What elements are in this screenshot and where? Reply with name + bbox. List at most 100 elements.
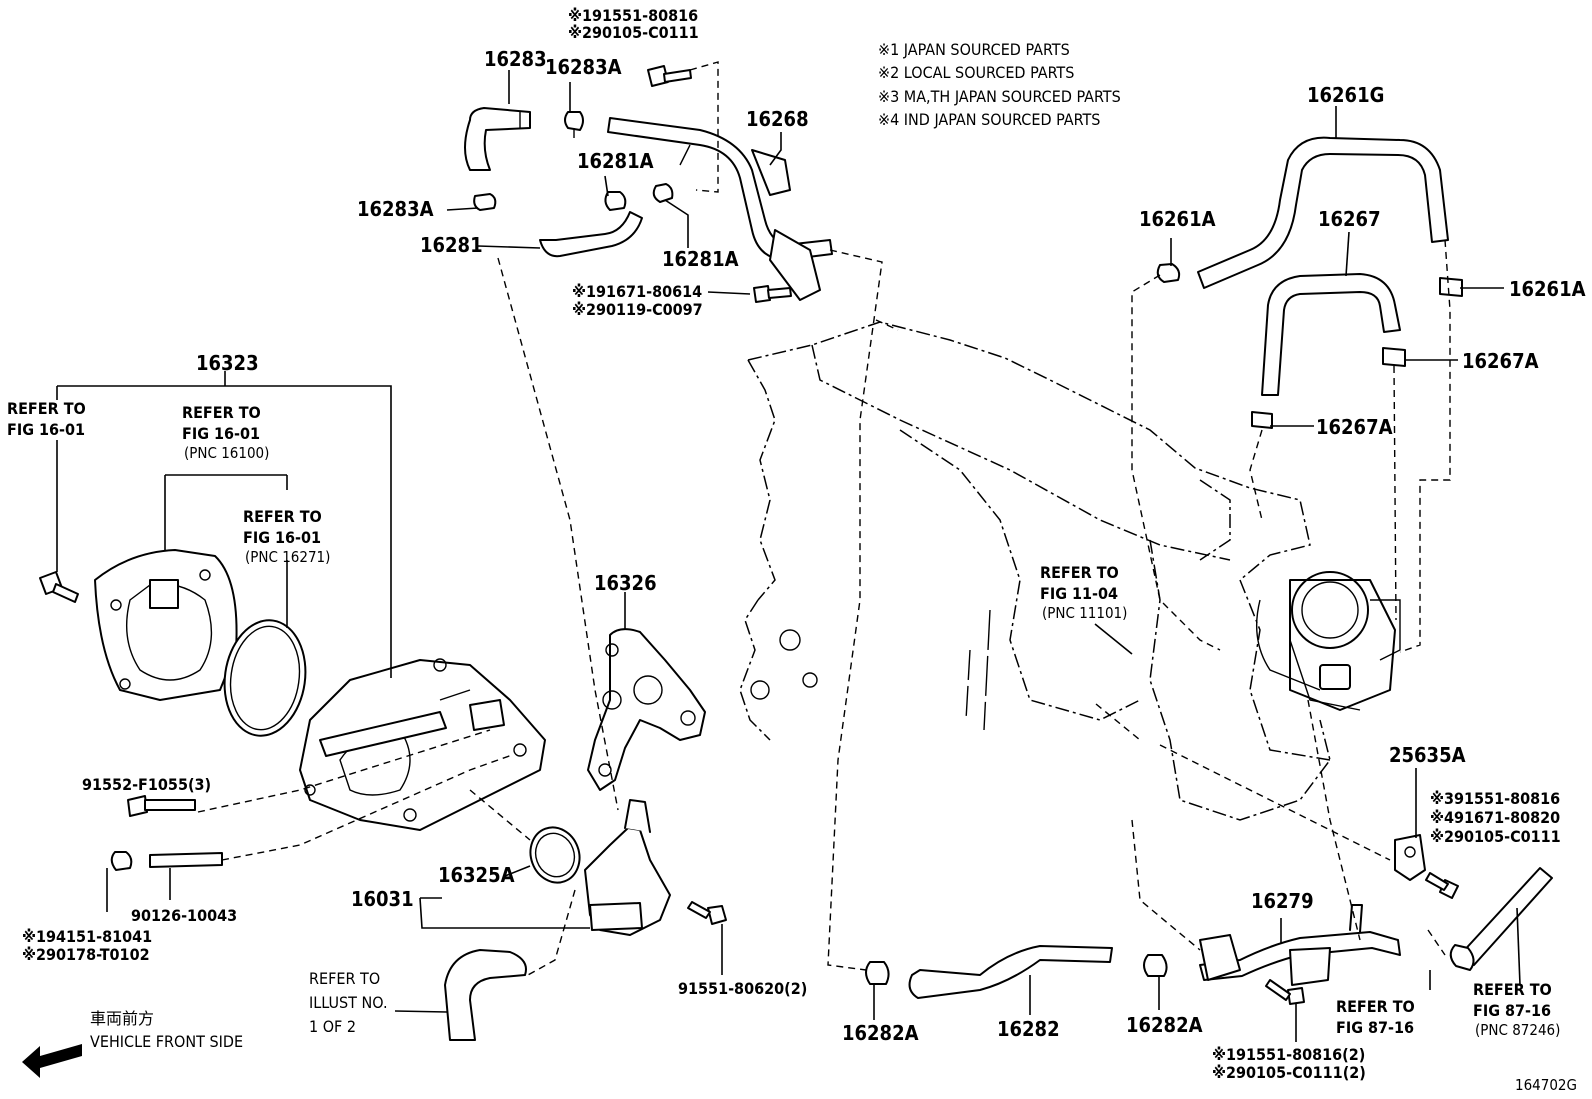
direction-jp: 車両前方	[90, 1009, 154, 1028]
label-16325A: 16325A	[438, 863, 515, 887]
label-16267: 16267	[1318, 207, 1381, 231]
bolt-top	[647, 65, 692, 87]
code-right-bolt-2: ※491671-80820	[1430, 808, 1560, 827]
ref-a-line-2: FIG 16-01	[7, 420, 85, 439]
ref-d-line-1: REFER TO	[1040, 563, 1119, 582]
vehicle-front-indicator: 車両前方 VEHICLE FRONT SIDE	[22, 1009, 243, 1078]
ref-b-line-1: REFER TO	[182, 403, 261, 422]
clamp-16267A-left	[1251, 411, 1273, 429]
bolt-91552	[127, 795, 196, 817]
label-16261G: 16261G	[1307, 83, 1384, 107]
label-16031: 16031	[351, 887, 414, 911]
figure-id: 164702G	[1515, 1076, 1577, 1094]
hose-16282	[908, 945, 1113, 999]
clamp-16281A-top	[604, 191, 627, 211]
ref-e-line-1: REFER TO	[309, 969, 380, 988]
ref-g-line-1: REFER TO	[1473, 980, 1552, 999]
code-right-bolt-3: ※290105-C0111	[1430, 827, 1561, 846]
label-16281: 16281	[420, 233, 483, 257]
cylinder-head-flange	[739, 599, 818, 741]
clamp-16267A-right	[1382, 347, 1406, 367]
hose-refer-illust	[444, 949, 527, 1041]
ref-d-line-3: (PNC 11101)	[1042, 604, 1127, 622]
ref-d-line-2: FIG 11-04	[1040, 584, 1118, 603]
ref-b-line-3: (PNC 16100)	[184, 444, 269, 462]
label-16279: 16279	[1251, 889, 1314, 913]
label-16282A-left: 16282A	[842, 1021, 919, 1045]
ref-c-line-1: REFER TO	[243, 507, 322, 526]
code-labels: ※191551-80816 ※290105-C0111 ※191671-8061…	[22, 6, 1561, 1082]
part-labels: 16283 16283A 16283A 16281 16281A 16281A …	[82, 47, 1586, 1045]
label-16281A-bottom: 16281A	[662, 247, 739, 271]
hose-16267	[1261, 273, 1401, 396]
engine-block-outline	[747, 321, 1331, 821]
ref-e-line-3: 1 OF 2	[309, 1017, 356, 1036]
bolt-25635A	[1425, 872, 1459, 899]
label-16282: 16282	[997, 1017, 1060, 1041]
clamp-16283A-top	[564, 111, 584, 138]
hose-16283	[464, 107, 531, 171]
water-inlet-housing-16323	[299, 658, 546, 831]
clamp-16261A-left	[1156, 263, 1181, 283]
water-outlet-16031	[584, 799, 671, 936]
bracket-25635A	[1394, 834, 1426, 881]
ref-g-line-2: FIG 87-16	[1473, 1001, 1551, 1020]
ref-a-line-1: REFER TO	[7, 399, 86, 418]
clamp-16282A-right	[1143, 954, 1168, 977]
code-bottom-bolt-2: ※290105-C0111(2)	[1212, 1063, 1366, 1082]
source-notes: ※1 JAPAN SOURCED PARTS ※2 LOCAL SOURCED …	[878, 40, 1121, 129]
label-91551-80620: 91551-80620(2)	[678, 979, 807, 998]
label-16261A-left: 16261A	[1139, 207, 1216, 231]
stud-90126	[110, 851, 223, 871]
direction-en: VEHICLE FRONT SIDE	[90, 1032, 243, 1051]
pipe-16279	[1199, 904, 1401, 986]
o-ring-16271	[223, 619, 307, 737]
label-91552-F1055: 91552-F1055(3)	[82, 775, 211, 794]
ref-c-line-3: (PNC 16271)	[245, 548, 330, 566]
label-16323: 16323	[196, 351, 259, 375]
ref-c-line-2: FIG 16-01	[243, 528, 321, 547]
ref-f-line-1: REFER TO	[1336, 997, 1415, 1016]
reference-labels: REFER TO FIG 16-01 REFER TO FIG 16-01 (P…	[7, 399, 1560, 1039]
code-nut-1: ※194151-81041	[22, 927, 152, 946]
code-mid-bolt-1: ※191671-80614	[572, 282, 702, 301]
label-16282A-right: 16282A	[1126, 1013, 1203, 1037]
note-4: ※4 IND JAPAN SOURCED PARTS	[878, 110, 1100, 129]
label-16283A-left: 16283A	[357, 197, 434, 221]
hose-16281	[539, 211, 643, 258]
water-pump-housing	[94, 549, 238, 701]
ref-e-line-2: ILLUST NO.	[309, 993, 388, 1012]
front-arrow-icon	[22, 1044, 82, 1078]
hose-87246	[1449, 867, 1553, 971]
bolt-16323-left	[39, 571, 79, 603]
bolt-91551-80620	[687, 901, 727, 925]
throttle-body	[1255, 571, 1401, 711]
code-mid-bolt-2: ※290119-C0097	[572, 300, 703, 319]
label-16281A-top: 16281A	[577, 149, 654, 173]
ref-b-line-2: FIG 16-01	[182, 424, 260, 443]
clamp-16281A-bottom	[652, 183, 674, 203]
label-16326: 16326	[594, 571, 657, 595]
code-nut-2: ※290178-T0102	[22, 945, 150, 964]
note-2: ※2 LOCAL SOURCED PARTS	[878, 63, 1074, 82]
label-16267A-right: 16267A	[1462, 349, 1539, 373]
label-16267A-left: 16267A	[1316, 415, 1393, 439]
assembly-lines	[197, 61, 1451, 976]
pipe-16268	[607, 117, 833, 301]
label-90126-10043: 90126-10043	[131, 906, 237, 925]
code-right-bolt-1: ※391551-80816	[1430, 789, 1560, 808]
gasket-16325A	[529, 826, 581, 884]
clamp-16282A-left	[865, 961, 890, 985]
code-bottom-bolt-1: ※191551-80816(2)	[1212, 1045, 1365, 1064]
hose-16261G	[1197, 136, 1449, 289]
leader-lines	[56, 70, 1521, 1042]
bolt-mid	[753, 285, 792, 303]
note-1: ※1 JAPAN SOURCED PARTS	[878, 40, 1070, 59]
label-25635A: 25635A	[1389, 743, 1466, 767]
gasket-16326	[587, 628, 706, 791]
ref-f-line-2: FIG 87-16	[1336, 1018, 1414, 1037]
bolt-16279	[1265, 979, 1305, 1005]
label-16283: 16283	[484, 47, 547, 71]
